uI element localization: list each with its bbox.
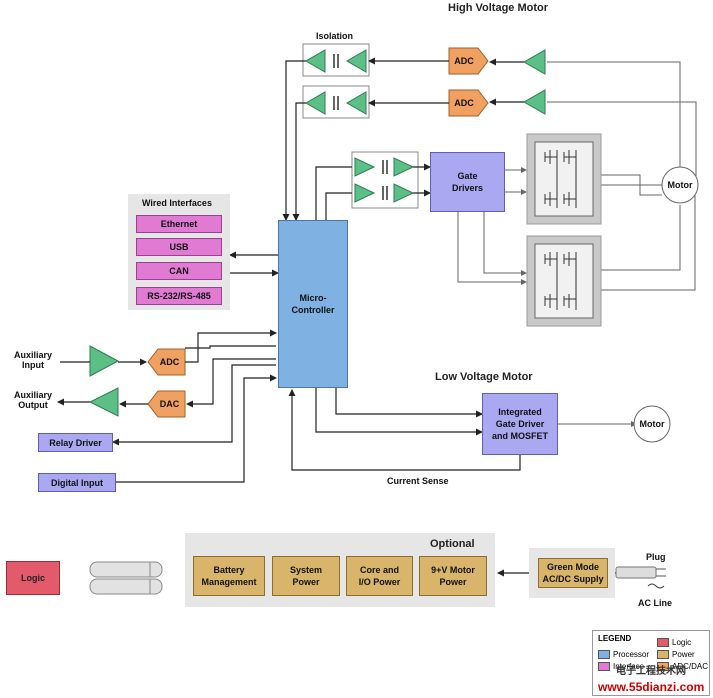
gate-drivers-block: Gate Drivers [430, 152, 505, 212]
processor-swatch-icon [598, 650, 610, 659]
plug-icon [615, 566, 666, 589]
adc-label-1: ADC [454, 56, 474, 66]
power-swatch-icon [657, 650, 669, 659]
optional-title: Optional [430, 538, 475, 550]
can-block: CAN [136, 262, 222, 280]
low-voltage-title: Low Voltage Motor [435, 371, 533, 383]
logic-swatch-icon [657, 638, 669, 647]
motor-lv-label: Motor [639, 419, 665, 429]
high-voltage-title: High Voltage Motor [448, 2, 549, 14]
system-power-block: System Power [272, 556, 340, 596]
legend: LEGEND Processor Logic Interface Power A… [592, 630, 710, 696]
buffer-triangles [88, 49, 546, 417]
interface-swatch-icon [598, 662, 610, 671]
core-io-power-block: Core and I/O Power [346, 556, 413, 596]
adc-dac-swatch-icon [657, 662, 669, 671]
adc-label-3: ADC [159, 357, 180, 367]
isolation-caps [333, 54, 388, 200]
isolation-box-3 [351, 151, 419, 209]
logic-block: Logic [6, 561, 60, 595]
plug-label: Plug [646, 552, 666, 562]
converter-shapes [147, 47, 489, 418]
battery-icon [89, 561, 163, 595]
aux-output-label: Auxiliary Output [14, 390, 53, 410]
current-sense-label: Current Sense [387, 476, 449, 486]
legend-item-interface: Interface [598, 662, 644, 671]
adc-label-2: ADC [454, 98, 474, 108]
hbridge-1 [526, 133, 602, 225]
wired-interfaces-title: Wired Interfaces [142, 198, 212, 208]
legend-item-processor: Processor [598, 650, 649, 659]
legend-title: LEGEND [598, 634, 632, 643]
green-mode-supply-block: Green Mode AC/DC Supply [538, 558, 608, 588]
digital-input-block: Digital Input [38, 473, 116, 492]
ac-line-label: AC Line [638, 598, 673, 608]
rs232-block: RS-232/RS-485 [136, 287, 222, 305]
dac-label: DAC [159, 399, 180, 409]
ethernet-block: Ethernet [136, 215, 222, 233]
mosfet-symbols [544, 150, 577, 310]
hbridge-2 [526, 235, 602, 327]
motor-hv-label: Motor [667, 180, 693, 190]
legend-item-adc-dac: ADC/DAC [657, 662, 708, 671]
watermark-url: www.55dianzi.com [598, 680, 705, 694]
aux-input-label: Auxiliary Input [14, 350, 53, 370]
battery-management-block: Battery Management [193, 556, 265, 596]
legend-item-power: Power [657, 650, 695, 659]
integrated-gate-driver-block: Integrated Gate Driver and MOSFET [482, 393, 558, 455]
motor-power-block: 9+V Motor Power [419, 556, 487, 596]
legend-item-logic: Logic [657, 638, 691, 647]
relay-driver-block: Relay Driver [38, 433, 113, 452]
motor-hv-circle [661, 166, 699, 204]
usb-block: USB [136, 238, 222, 256]
watermark-cn: 电子工程技术网 [616, 666, 686, 677]
isolation-title: Isolation [316, 31, 354, 41]
motor-lv-circle [633, 405, 671, 443]
microcontroller-block: Micro- Controller [278, 220, 348, 388]
